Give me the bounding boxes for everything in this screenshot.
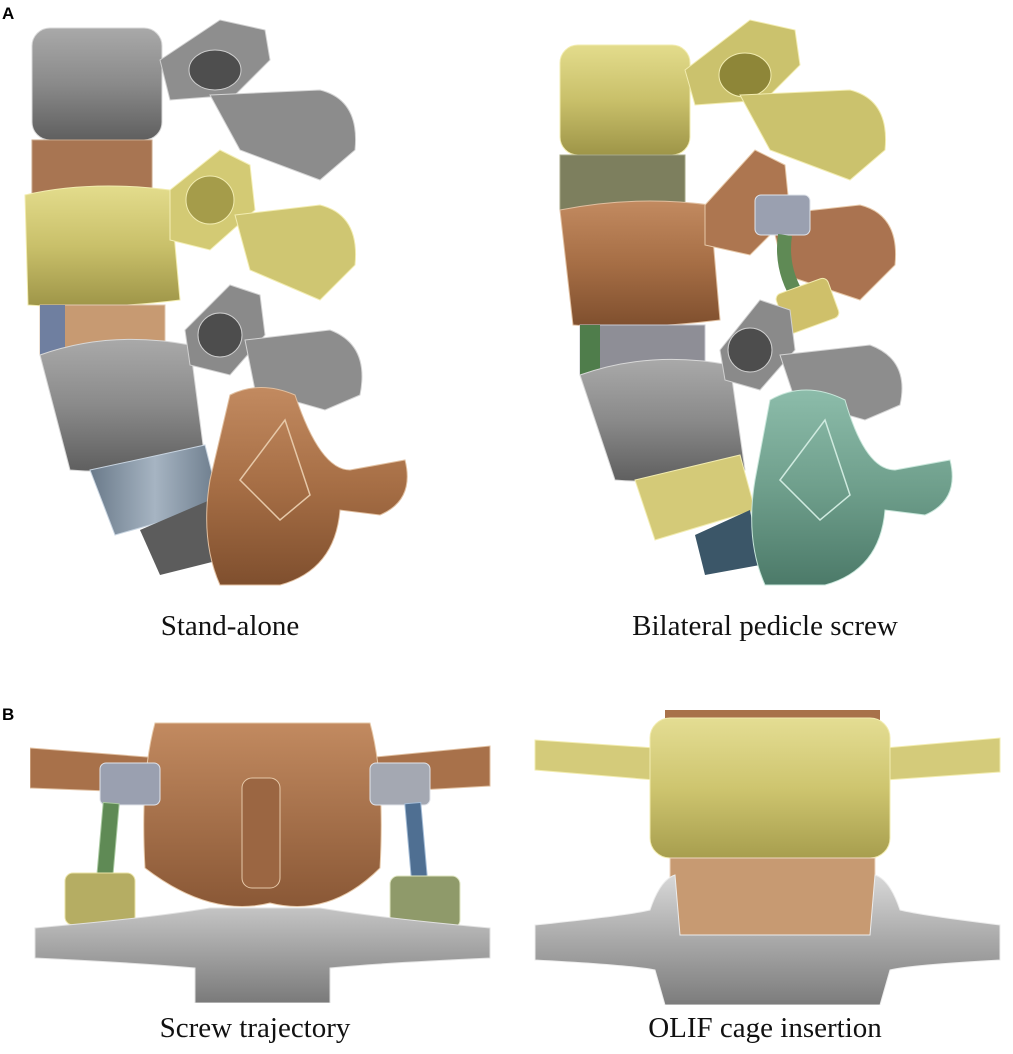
olif-cage-insertion-figure xyxy=(530,710,1005,1005)
panel-label-b: B xyxy=(2,705,15,724)
rod-right xyxy=(404,801,428,880)
vertebra-l2 xyxy=(24,149,357,308)
disc-l2-l3-edge xyxy=(40,305,65,355)
caption-bilateral-pedicle-screw: Bilateral pedicle screw xyxy=(632,610,898,642)
caption-olif-cage-insertion: OLIF cage insertion xyxy=(648,1012,882,1044)
screw-head-upper-right xyxy=(369,762,431,806)
screw-head-lower-left xyxy=(64,872,136,926)
vertebra-l4 xyxy=(695,389,953,586)
panel-label-a: A xyxy=(2,4,15,23)
bilateral-pedicle-screw-model-figure xyxy=(555,0,975,590)
vertebra-lower-gray xyxy=(534,874,1001,1005)
screw-head-upper-left xyxy=(99,762,161,806)
transverse-process-right xyxy=(884,737,1001,781)
disc-l2-l3-edge xyxy=(580,325,600,375)
stand-alone-model-figure xyxy=(20,0,420,590)
caption-screw-trajectory: Screw trajectory xyxy=(159,1012,351,1044)
rod-left xyxy=(96,801,120,880)
vertebra-l2 xyxy=(559,149,897,328)
screw-head-upper xyxy=(754,194,811,236)
vertebra-lower-gray xyxy=(34,907,491,1003)
vertebra-l1 xyxy=(559,19,887,181)
screw-trajectory-figure xyxy=(30,718,495,1003)
spinous-process xyxy=(241,777,281,889)
vertebra-body-yellow xyxy=(649,717,891,859)
transverse-process-left xyxy=(534,739,656,781)
olif-cage xyxy=(669,857,876,937)
vertebra-l4 xyxy=(140,387,408,586)
vertebra-l1 xyxy=(31,19,357,181)
upper-disc-edge xyxy=(665,710,880,720)
caption-stand-alone: Stand-alone xyxy=(160,610,300,642)
